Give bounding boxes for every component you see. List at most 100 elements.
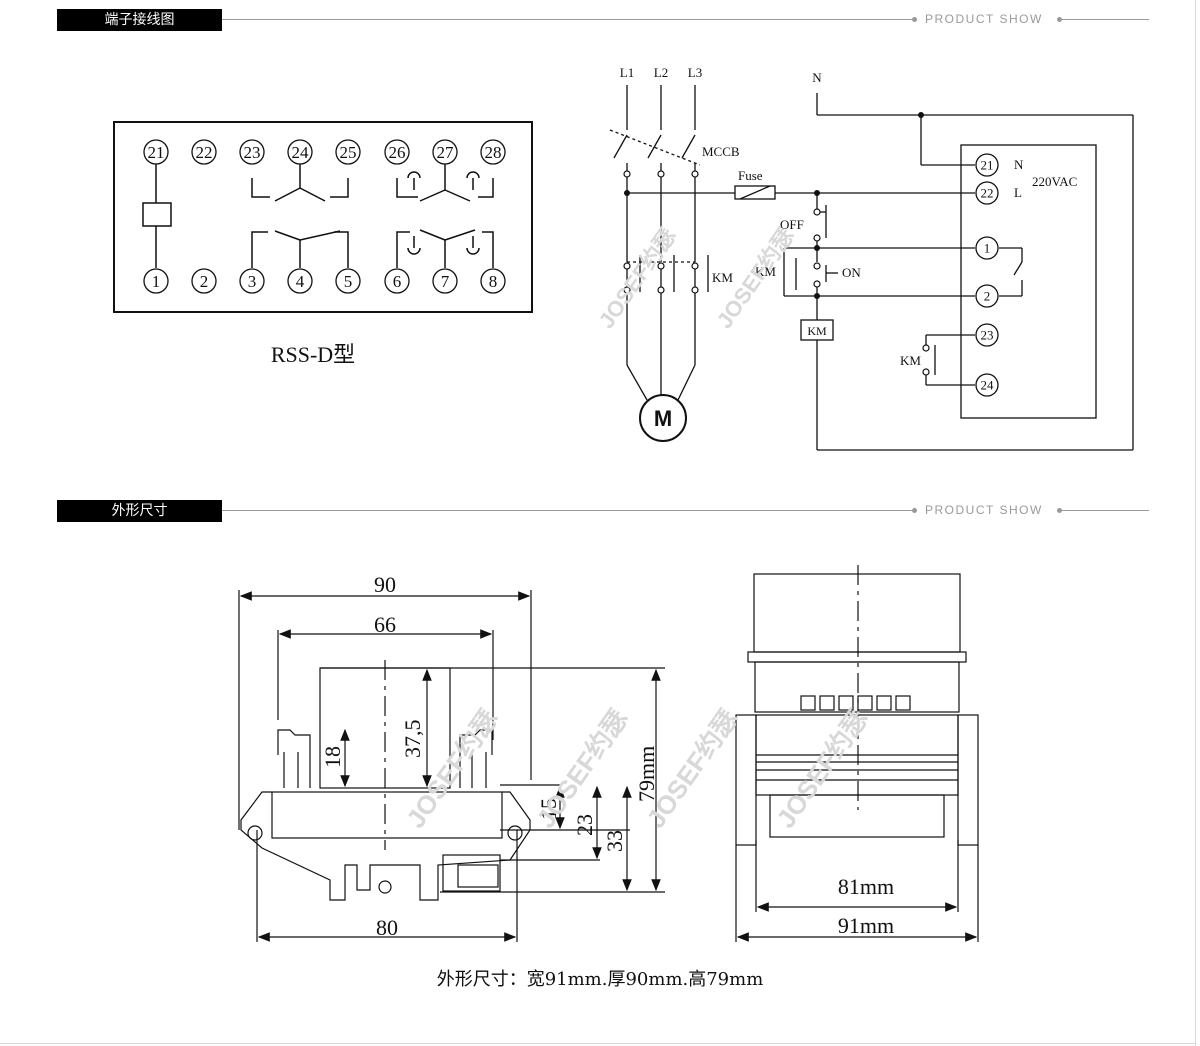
terminal-28: 28 xyxy=(485,143,502,162)
dimension-drawing-svg: 90 66 80 37,5 18 79mm 15 23 33 81mm 91mm xyxy=(238,565,979,942)
terminal-8: 8 xyxy=(489,272,498,291)
terminal-1: 1 xyxy=(152,272,161,291)
terminal-7: 7 xyxy=(441,272,450,291)
dim-37-5: 37,5 xyxy=(400,720,425,759)
relay-terminals: 21 22 1 2 23 24 xyxy=(975,153,999,397)
terminal-26-circle xyxy=(384,139,410,165)
dim-33: 33 xyxy=(602,830,627,852)
relay-terminal-23-circle xyxy=(975,323,999,347)
dimension-caption: 外形尺寸：宽91mm.厚90mm.高79mm xyxy=(436,969,764,990)
model-label: RSS-D型 xyxy=(271,342,355,367)
divider-dot xyxy=(1057,17,1062,22)
terminal-23-circle xyxy=(239,139,265,165)
terminal-6-circle xyxy=(384,268,410,294)
terminal-3: 3 xyxy=(248,272,257,291)
relay-terminal-23: 23 xyxy=(981,328,994,343)
relay-terminal-2: 2 xyxy=(984,289,991,304)
page-frame xyxy=(1195,0,1196,1046)
divider-dot xyxy=(912,508,917,513)
terminal-22-circle xyxy=(191,139,217,165)
section-brand: PRODUCT SHOW xyxy=(925,12,1043,26)
km-coil-label: KM xyxy=(807,324,827,338)
motor-symbol xyxy=(639,394,687,442)
supply-n: N xyxy=(1014,157,1024,172)
indicator-window xyxy=(800,695,816,711)
section-header-dimensions: 外形尺寸 PRODUCT SHOW xyxy=(57,500,1149,522)
section-brand: PRODUCT SHOW xyxy=(925,503,1043,517)
relay-terminal-21-circle xyxy=(975,153,999,177)
top-terminals: 21 22 23 24 25 26 27 28 xyxy=(143,139,506,165)
divider-dot xyxy=(1057,508,1062,513)
section-title: 端子接线图 xyxy=(57,9,222,31)
terminal-1-circle xyxy=(143,268,169,294)
dim-81mm: 81mm xyxy=(838,874,894,899)
divider xyxy=(1061,510,1149,511)
divider xyxy=(222,510,912,511)
wiring-schematic xyxy=(609,85,1134,451)
terminal-7-circle xyxy=(432,268,458,294)
terminal-23: 23 xyxy=(244,143,261,162)
km-contact-label: KM xyxy=(900,353,921,368)
watermark: JOSEF约瑟 xyxy=(530,704,633,834)
relay-terminal-1-circle xyxy=(975,236,999,260)
terminal-21: 21 xyxy=(148,143,165,162)
contactor-label: KM xyxy=(712,270,733,285)
terminal-6: 6 xyxy=(393,272,402,291)
dim-66: 66 xyxy=(374,612,396,637)
relay-terminal-21: 21 xyxy=(981,158,994,173)
terminal-3-circle xyxy=(239,268,265,294)
section-title: 外形尺寸 xyxy=(57,500,222,522)
indicator-window xyxy=(857,695,873,711)
dim-18: 18 xyxy=(320,746,345,768)
relay-terminal-22: 22 xyxy=(981,186,994,201)
front-view xyxy=(238,590,665,942)
terminal-4-circle xyxy=(287,268,313,294)
dim-91mm: 91mm xyxy=(838,913,894,938)
relay-terminal-1: 1 xyxy=(984,241,991,256)
page-frame xyxy=(0,1043,1196,1044)
relay-terminal-2-circle xyxy=(975,284,999,308)
dim-80: 80 xyxy=(376,915,398,940)
dim-90: 90 xyxy=(374,572,396,597)
relay-terminal-24: 24 xyxy=(981,378,995,393)
dim-79: 79mm xyxy=(634,746,659,802)
watermark: JOSEF约瑟 xyxy=(594,223,681,332)
divider-dot xyxy=(912,17,917,22)
terminal-27: 27 xyxy=(437,143,455,162)
neutral-label: N xyxy=(812,70,822,85)
phase-l2: L2 xyxy=(654,65,668,80)
terminal-25-circle xyxy=(335,139,361,165)
section-header-wiring: 端子接线图 PRODUCT SHOW xyxy=(57,9,1149,31)
terminal-26: 26 xyxy=(389,143,406,162)
supply-l: L xyxy=(1014,185,1022,200)
on-label: ON xyxy=(842,265,861,280)
divider xyxy=(1061,19,1149,20)
terminal-28-circle xyxy=(480,139,506,165)
phase-l3: L3 xyxy=(688,65,702,80)
indicator-window xyxy=(876,695,892,711)
off-label: OFF xyxy=(780,217,804,232)
divider xyxy=(222,19,912,20)
side-view xyxy=(735,565,979,942)
breaker-label: MCCB xyxy=(702,144,740,159)
terminal-5-circle xyxy=(335,268,361,294)
indicator-window xyxy=(838,695,854,711)
indicator-window xyxy=(895,695,911,711)
terminal-5: 5 xyxy=(344,272,353,291)
dim-15: 15 xyxy=(536,798,561,820)
terminal-8-circle xyxy=(480,268,506,294)
supply-voltage: 220VAC xyxy=(1032,174,1077,189)
terminal-24: 24 xyxy=(292,143,310,162)
motor-label: M xyxy=(654,406,672,431)
terminal-25: 25 xyxy=(340,143,357,162)
terminal-2-circle xyxy=(191,268,217,294)
dim-23: 23 xyxy=(572,814,597,836)
relay-terminal-24-circle xyxy=(975,373,999,397)
indicator-window xyxy=(819,695,835,711)
relay-terminal-22-circle xyxy=(975,181,999,205)
terminal-22: 22 xyxy=(196,143,213,162)
terminal-4: 4 xyxy=(296,272,305,291)
